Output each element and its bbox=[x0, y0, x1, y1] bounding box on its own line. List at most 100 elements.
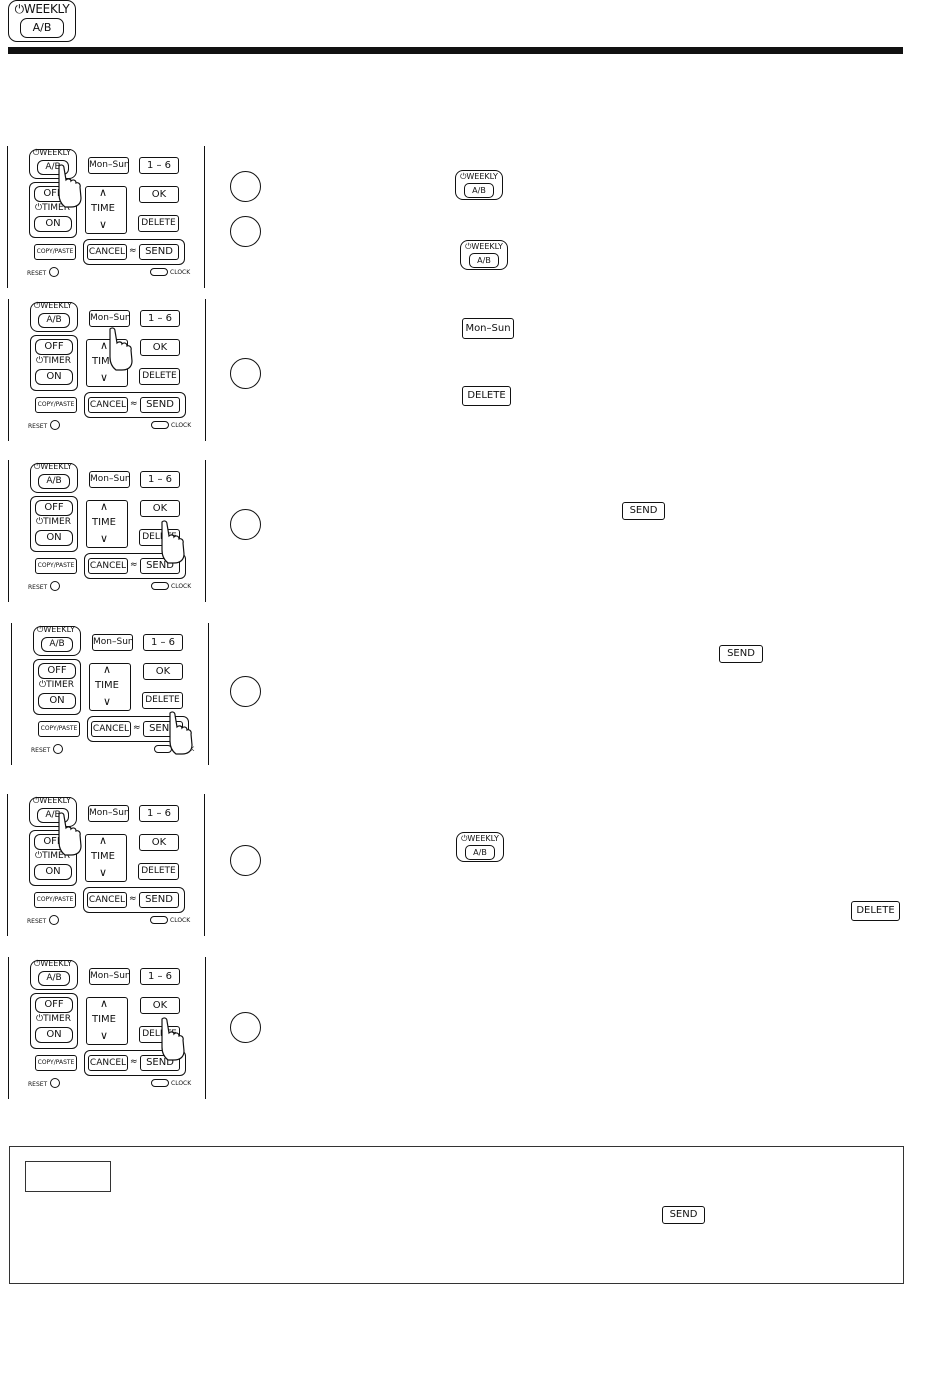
send-button[interactable]: SEND bbox=[139, 892, 179, 908]
copy-paste-button[interactable]: COPY/PASTE bbox=[35, 558, 77, 574]
cancel-button[interactable]: CANCEL bbox=[88, 397, 128, 413]
mon-sun-button[interactable]: Mon–Sun bbox=[92, 634, 133, 651]
mon-sun-button[interactable]: Mon–Sun bbox=[88, 157, 129, 174]
one-six-button[interactable]: 1 – 6 bbox=[140, 471, 180, 488]
delete-button[interactable]: DELETE bbox=[139, 368, 180, 385]
cancel-button[interactable]: CANCEL bbox=[87, 244, 127, 260]
cancel-button[interactable]: CANCEL bbox=[87, 892, 127, 908]
one-six-button[interactable]: 1 – 6 bbox=[139, 805, 179, 822]
time-up-icon: ∧ bbox=[100, 997, 109, 1010]
delete-button[interactable]: DELETE bbox=[138, 215, 179, 232]
mon-sun-button[interactable]: Mon–Sun bbox=[89, 968, 130, 985]
ok-button[interactable]: OK bbox=[140, 339, 180, 356]
reset-button[interactable] bbox=[49, 915, 59, 925]
ab-button[interactable]: A/B bbox=[38, 971, 70, 986]
copy-paste-button[interactable]: COPY/PASTE bbox=[38, 721, 80, 737]
step-circle bbox=[230, 509, 261, 540]
wireless-icon: ≈ bbox=[129, 894, 137, 904]
delete-button[interactable]: DELETE bbox=[138, 863, 179, 880]
weekly-ab-icon: ⏻WEEKLY A/B bbox=[455, 170, 503, 200]
ok-button[interactable]: OK bbox=[139, 834, 179, 851]
pointing-hand-icon bbox=[58, 812, 82, 856]
time-button-group[interactable] bbox=[86, 997, 128, 1045]
ab-label: A/B bbox=[465, 845, 495, 860]
remote-edge bbox=[8, 299, 9, 441]
one-six-button[interactable]: 1 – 6 bbox=[139, 157, 179, 174]
one-six-button[interactable]: 1 – 6 bbox=[140, 310, 180, 327]
time-button-group[interactable] bbox=[85, 186, 127, 234]
weekly-label: ⏻WEEKLY bbox=[461, 834, 499, 843]
time-up-icon: ∧ bbox=[100, 339, 109, 352]
time-label: TIME bbox=[91, 203, 116, 214]
ok-button[interactable]: OK bbox=[143, 663, 183, 680]
weekly-ab-group bbox=[29, 797, 77, 827]
clock-button[interactable] bbox=[151, 582, 169, 590]
time-button-group[interactable] bbox=[85, 834, 127, 882]
timer-off-button[interactable]: OFF bbox=[35, 500, 73, 516]
mon-sun-button[interactable]: Mon–Sun bbox=[89, 471, 130, 488]
send-button[interactable]: SEND bbox=[139, 244, 179, 260]
ab-button[interactable]: A/B bbox=[38, 474, 70, 489]
reset-button[interactable] bbox=[50, 581, 60, 591]
weekly-label: ⏻WEEKLY bbox=[14, 2, 70, 16]
timer-on-button[interactable]: ON bbox=[35, 369, 73, 385]
clock-button[interactable] bbox=[151, 1079, 169, 1087]
copy-paste-button[interactable]: COPY/PASTE bbox=[35, 397, 77, 413]
weekly-ab-group bbox=[29, 149, 77, 179]
timer-on-button[interactable]: ON bbox=[35, 1027, 73, 1043]
ab-button[interactable]: A/B bbox=[38, 313, 70, 328]
ok-button[interactable]: OK bbox=[139, 186, 179, 203]
time-button-group[interactable] bbox=[89, 663, 131, 711]
remote-edge bbox=[204, 146, 205, 288]
ab-button[interactable]: A/B bbox=[41, 637, 73, 652]
timer-off-button[interactable]: OFF bbox=[35, 997, 73, 1013]
mon-sun-button[interactable]: Mon–Sun bbox=[89, 310, 130, 327]
copy-paste-button[interactable]: COPY/PASTE bbox=[34, 892, 76, 908]
send-icon: SEND bbox=[662, 1206, 705, 1224]
timer-on-button[interactable]: ON bbox=[34, 216, 72, 232]
reset-button[interactable] bbox=[50, 1078, 60, 1088]
wireless-icon: ≈ bbox=[130, 399, 138, 409]
timer-group bbox=[29, 182, 77, 238]
timer-label: ⏻TIMER bbox=[36, 1014, 71, 1024]
copy-paste-button[interactable]: COPY/PASTE bbox=[35, 1055, 77, 1071]
mon-sun-button[interactable]: Mon–Sun bbox=[88, 805, 129, 822]
ab-label: A/B bbox=[464, 183, 494, 198]
timer-on-button[interactable]: ON bbox=[34, 864, 72, 880]
pointing-hand-icon bbox=[169, 711, 193, 755]
remote-edge bbox=[7, 146, 8, 288]
reset-button[interactable] bbox=[53, 744, 63, 754]
one-six-button[interactable]: 1 – 6 bbox=[143, 634, 183, 651]
cancel-button[interactable]: CANCEL bbox=[91, 721, 131, 737]
timer-label: ⏻TIMER bbox=[35, 203, 70, 213]
wireless-icon: ≈ bbox=[133, 723, 141, 733]
step-circle bbox=[230, 676, 261, 707]
send-group bbox=[84, 392, 186, 418]
ok-button[interactable]: OK bbox=[140, 500, 180, 517]
copy-paste-button[interactable]: COPY/PASTE bbox=[34, 244, 76, 260]
delete-button[interactable]: DELETE bbox=[142, 692, 183, 709]
send-button[interactable]: SEND bbox=[140, 397, 180, 413]
timer-on-button[interactable]: ON bbox=[35, 530, 73, 546]
timer-off-button[interactable]: OFF bbox=[38, 663, 76, 679]
cancel-button[interactable]: CANCEL bbox=[88, 558, 128, 574]
cancel-button[interactable]: CANCEL bbox=[88, 1055, 128, 1071]
timer-on-button[interactable]: ON bbox=[38, 693, 76, 709]
weekly-label: ⏻WEEKLY bbox=[37, 625, 75, 634]
weekly-label: ⏻WEEKLY bbox=[33, 796, 71, 805]
ok-button[interactable]: OK bbox=[140, 997, 180, 1014]
reset-button[interactable] bbox=[49, 267, 59, 277]
step-circle bbox=[230, 358, 261, 389]
time-button-group[interactable] bbox=[86, 500, 128, 548]
remote-edge bbox=[204, 794, 205, 936]
timer-off-button[interactable]: OFF bbox=[35, 339, 73, 355]
one-six-button[interactable]: 1 – 6 bbox=[140, 968, 180, 985]
clock-button[interactable] bbox=[151, 421, 169, 429]
reset-button[interactable] bbox=[50, 420, 60, 430]
clock-button[interactable] bbox=[150, 268, 168, 276]
time-up-icon: ∧ bbox=[99, 186, 108, 199]
clock-button[interactable] bbox=[150, 916, 168, 924]
